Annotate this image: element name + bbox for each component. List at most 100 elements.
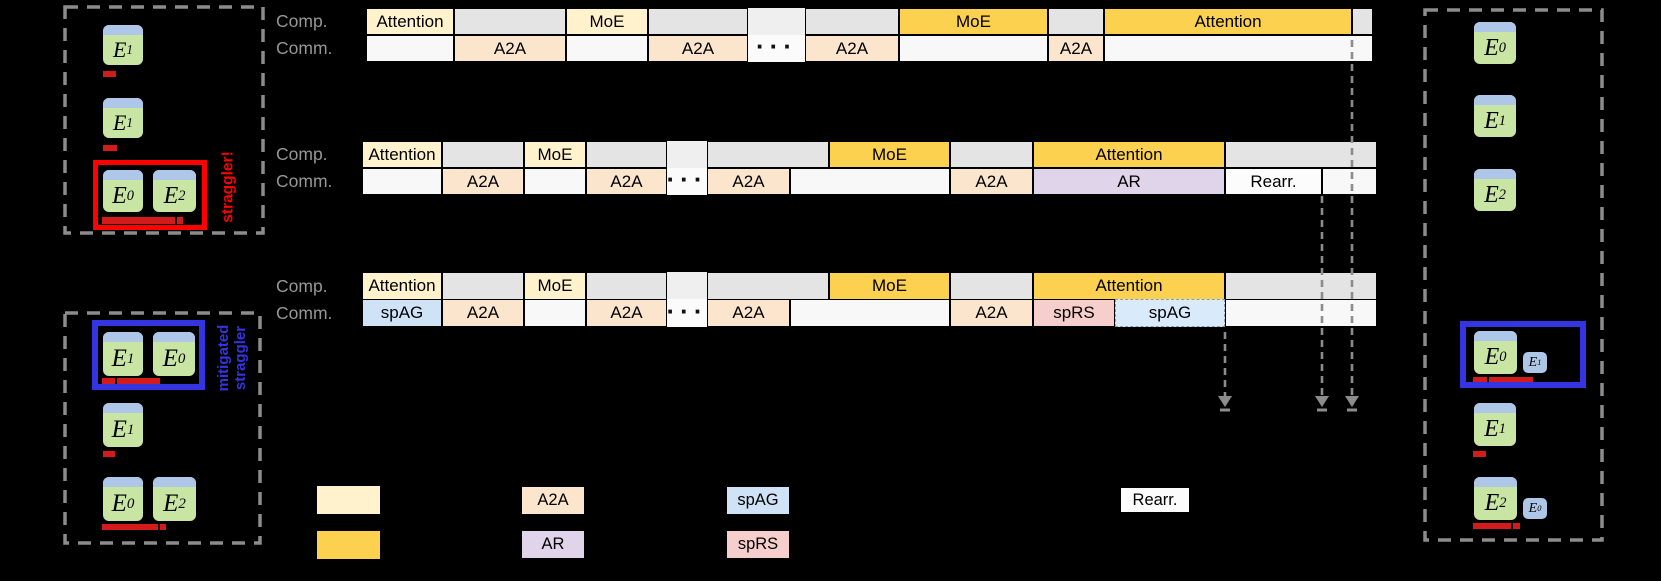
- legend-swatch-cream: [317, 486, 380, 514]
- comm-block-idle: [1104, 35, 1373, 62]
- comm-block-idle: [790, 299, 950, 327]
- comm-block-idle: [524, 168, 586, 195]
- comm-block-a2a: A2A: [586, 299, 667, 327]
- comm-block-a2a: A2A: [1048, 35, 1104, 62]
- legend-swatch-sprs: spRS: [727, 531, 789, 558]
- comp-block-idle: [442, 141, 524, 168]
- ellipsis: ···: [666, 295, 708, 326]
- comm-block-a2a: A2A: [442, 168, 524, 195]
- comp-block-idle: [950, 272, 1033, 300]
- comm-block-a2a: A2A: [442, 299, 524, 327]
- comm-block-a2a: A2A: [454, 35, 566, 62]
- expert-header: [1474, 403, 1516, 413]
- expert-header: [1474, 22, 1516, 32]
- comm-block-a2a: A2A: [805, 35, 899, 62]
- comm-label: Comm.: [276, 38, 333, 58]
- comp-block-idle: [586, 272, 667, 300]
- legend-swatch-ar: AR: [522, 531, 584, 558]
- load-bar: [1513, 523, 1520, 529]
- comm-block-a2a: A2A: [950, 168, 1033, 195]
- expert-header: [1474, 95, 1516, 105]
- legend-swatch-spag: spAG: [727, 487, 789, 514]
- comm-block-idle: [1322, 168, 1377, 195]
- time-marker-arrowhead: [1345, 396, 1359, 407]
- comm-block-a2a: A2A: [648, 35, 748, 62]
- comm-block-spag: spAG: [362, 299, 442, 327]
- legend-swatch-rearr: Rearr.: [1120, 487, 1190, 513]
- comm-block-idle: [524, 299, 586, 327]
- load-bar: [103, 71, 116, 77]
- load-bar: [160, 524, 166, 530]
- ellipsis: ···: [756, 31, 797, 61]
- comp-block-attention: Attention: [1104, 8, 1352, 35]
- timeline-gap-comm: [748, 35, 805, 62]
- comp-block-idle: [950, 141, 1033, 168]
- comm-label: Comm.: [276, 302, 333, 323]
- comp-block-moe: MoE: [899, 8, 1048, 35]
- comm-block-a2a: A2A: [950, 299, 1033, 327]
- load-bar: [1473, 377, 1487, 383]
- load-bar: [1473, 523, 1511, 529]
- comm-block-rearr: Rearr.: [1225, 168, 1322, 195]
- load-bar: [103, 145, 117, 151]
- comm-block-a2a: A2A: [707, 299, 790, 327]
- comp-block-idle: [707, 272, 829, 300]
- comm-block-idle: [899, 35, 1048, 62]
- expert-header: [1474, 477, 1517, 487]
- note-left-top: straggler!: [219, 151, 237, 223]
- expert-header: [103, 332, 143, 342]
- comp-label: Comp.: [276, 275, 328, 296]
- load-bar: [102, 217, 175, 224]
- highlight-box-right: [1460, 321, 1586, 388]
- expert-header: [153, 170, 196, 180]
- timeline-gap-comp: [667, 141, 707, 168]
- time-marker-arrowhead: [1218, 396, 1232, 407]
- comp-block-idle: [707, 141, 829, 168]
- load-bar: [117, 378, 160, 384]
- comm-block-sprs: spRS: [1033, 299, 1115, 327]
- comp-block-idle: [1048, 8, 1104, 35]
- load-bar: [1473, 451, 1486, 457]
- comp-block-idle: [454, 8, 566, 35]
- load-bar: [1489, 377, 1533, 383]
- highlight-box-left-bottom: [92, 320, 205, 390]
- comp-block-attention: Attention: [362, 272, 442, 300]
- comp-block-idle: [805, 8, 899, 35]
- expert-header: [153, 332, 195, 342]
- comp-block-moe: MoE: [829, 272, 950, 300]
- expert-header: [1474, 331, 1517, 341]
- comp-block-idle: [1352, 8, 1373, 35]
- comp-block-idle: [442, 272, 524, 300]
- comp-label: Comp.: [276, 11, 328, 31]
- load-bar: [102, 378, 115, 384]
- comm-block-a2a: A2A: [707, 168, 790, 195]
- legend-swatch-a2a: A2A: [522, 487, 584, 514]
- comp-block-attention: Attention: [1033, 272, 1225, 300]
- timeline-gap-comp: [748, 8, 805, 35]
- comp-block-idle: [1225, 141, 1377, 168]
- expert-header: [153, 477, 196, 487]
- comp-block-idle: [586, 141, 667, 168]
- comp-block-attention: Attention: [366, 8, 454, 35]
